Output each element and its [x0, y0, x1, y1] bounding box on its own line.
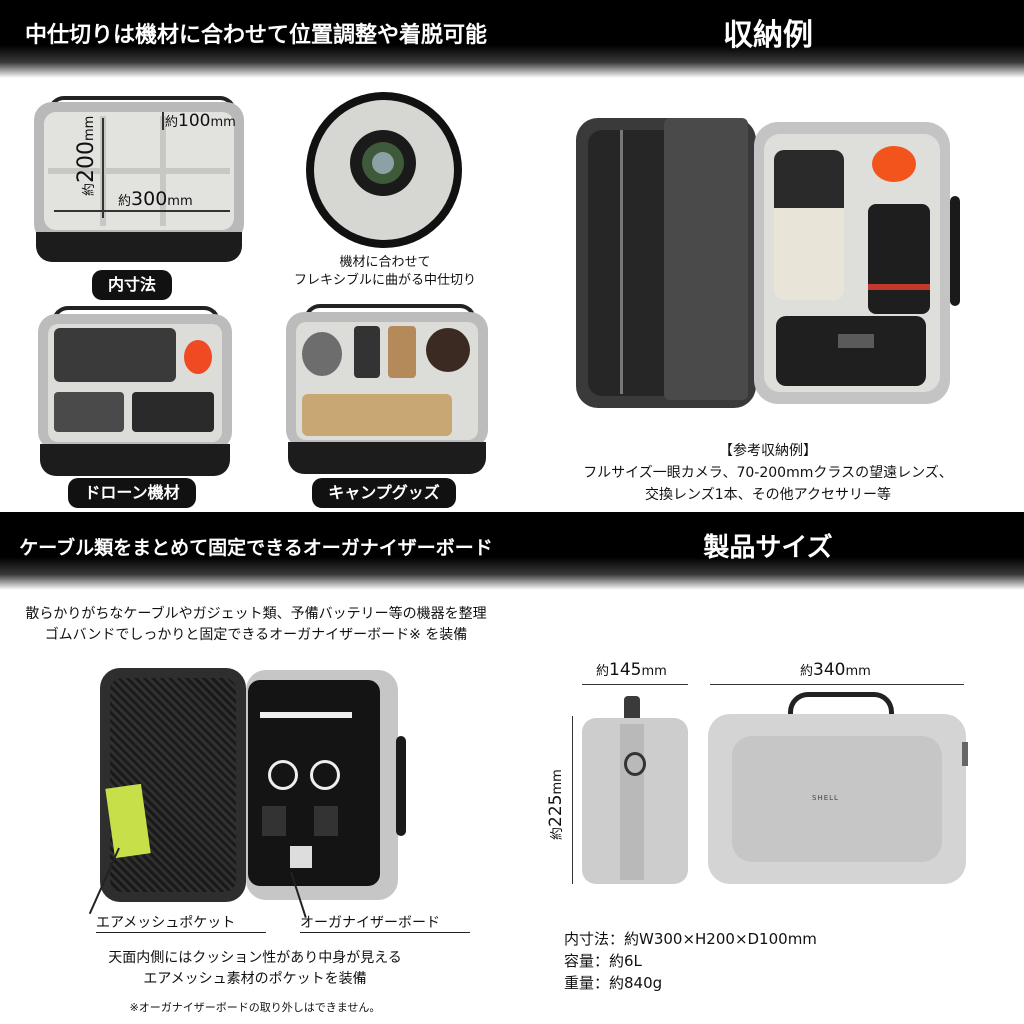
- spec-weight: 重量：約840g: [564, 974, 663, 992]
- brand-logo: SHELL: [812, 794, 839, 802]
- height-line: [572, 716, 573, 884]
- caption-line: 交換レンズ1本、その他アクセサリー等: [645, 487, 891, 503]
- spec-capacity: 容量：約6L: [564, 952, 642, 970]
- section-title-bar: 収納例: [512, 0, 1024, 78]
- depth-line: [582, 684, 688, 685]
- width-line: [710, 684, 964, 685]
- organizer-photo: [100, 666, 418, 902]
- width-dimension-label: 約300mm: [118, 188, 193, 210]
- organizer-intro: 散らかりがちなケーブルやガジェット類、予備バッテリー等の機器を整理 ゴムバンドで…: [25, 606, 487, 643]
- depth-dimension-label: 約100mm: [165, 111, 236, 131]
- drone-gear-photo: [36, 306, 234, 478]
- section-storage-example: 収納例 【参考収納例】 フルサイズ一眼カメラ、70-200mmクラスの望遠レンズ…: [512, 0, 1024, 512]
- mesh-pocket-label: エアメッシュポケット: [96, 914, 266, 933]
- divider-caption: 機材に合わせて フレキシブルに曲がる中仕切り: [293, 255, 476, 288]
- product-specs: 内寸法：約W300×H200×D100mm 容量：約6L 重量：約840g: [564, 928, 817, 994]
- width-dimension-label: 約340mm: [800, 660, 871, 680]
- removal-note: ※オーガナイザーボードの取り外しはできません。: [129, 1001, 381, 1014]
- section-title: 収納例: [723, 18, 813, 53]
- height-dimension-label: 約225mm: [546, 769, 566, 840]
- mesh-pocket-description: 天面内側にはクッション性があり中身が見える エアメッシュ素材のポケットを装備: [108, 950, 402, 987]
- storage-example-caption: 【参考収納例】 フルサイズ一眼カメラ、70-200mmクラスの望遠レンズ、 交換…: [552, 440, 984, 506]
- section-title-bar: 中仕切りは機材に合わせて位置調整や着脱可能: [0, 0, 512, 78]
- product-front-view: SHELL: [708, 692, 968, 888]
- divider-closeup-photo: [306, 92, 462, 248]
- section-title: 中仕切りは機材に合わせて位置調整や着脱可能: [24, 23, 487, 48]
- section-title: ケーブル類をまとめて固定できるオーガナイザーボード: [19, 537, 493, 559]
- organizer-board-label: オーガナイザーボード: [300, 914, 470, 933]
- spec-inner-size: 内寸法：約W300×H200×D100mm: [564, 930, 817, 948]
- inner-dimension-photo: [30, 96, 248, 264]
- product-side-view: [582, 696, 688, 886]
- section-product-size: 製品サイズ 約145mm 約340mm 約225mm SHELL: [512, 512, 1024, 1024]
- drone-gear-label: ドローン機材: [68, 478, 196, 508]
- section-title-bar: 製品サイズ: [512, 512, 1024, 590]
- inner-size-label: 内寸法: [92, 270, 172, 300]
- storage-example-photo: [576, 116, 976, 410]
- section-title-bar: ケーブル類をまとめて固定できるオーガナイザーボード: [0, 512, 512, 590]
- height-dimension-label: 約200mm: [74, 115, 99, 196]
- caption-heading: 【参考収納例】: [719, 443, 817, 459]
- section-dividers: 中仕切りは機材に合わせて位置調整や着脱可能 約100mm 約200mm 約300…: [0, 0, 512, 512]
- camp-goods-photo: [284, 304, 490, 476]
- section-title: 製品サイズ: [703, 533, 833, 563]
- caption-line: フルサイズ一眼カメラ、70-200mmクラスの望遠レンズ、: [583, 465, 953, 481]
- depth-dimension-label: 約145mm: [596, 660, 667, 680]
- section-organizer: ケーブル類をまとめて固定できるオーガナイザーボード 散らかりがちなケーブルやガジ…: [0, 512, 512, 1024]
- camp-goods-label: キャンプグッズ: [312, 478, 456, 508]
